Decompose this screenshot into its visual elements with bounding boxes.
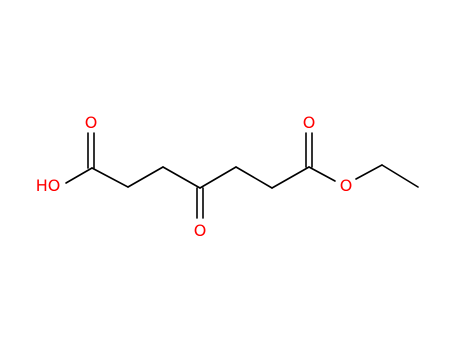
bond-ester-c-o: [308, 166, 336, 182]
bond-c2-c3: [127, 166, 164, 188]
bond-c1-c2: [91, 167, 129, 188]
bond-c5-c6: [235, 166, 273, 189]
bond-c3-c4: [162, 166, 201, 189]
oxygen-acid-carbonyl-label: O: [85, 113, 98, 132]
bond-c4-c5: [199, 166, 237, 189]
bond-acid-c-oh: [65, 167, 93, 184]
oxygen-ketone-label: O: [194, 221, 207, 240]
bond-o-ch2: [355, 164, 383, 180]
oxygen-ester-carbonyl-label: O: [303, 113, 316, 132]
hydroxyl-label: HO: [36, 176, 61, 195]
bond-c6-c7: [271, 166, 310, 189]
oxygen-ester-label: O: [340, 176, 353, 195]
bond-ch2-ch3: [381, 164, 419, 188]
